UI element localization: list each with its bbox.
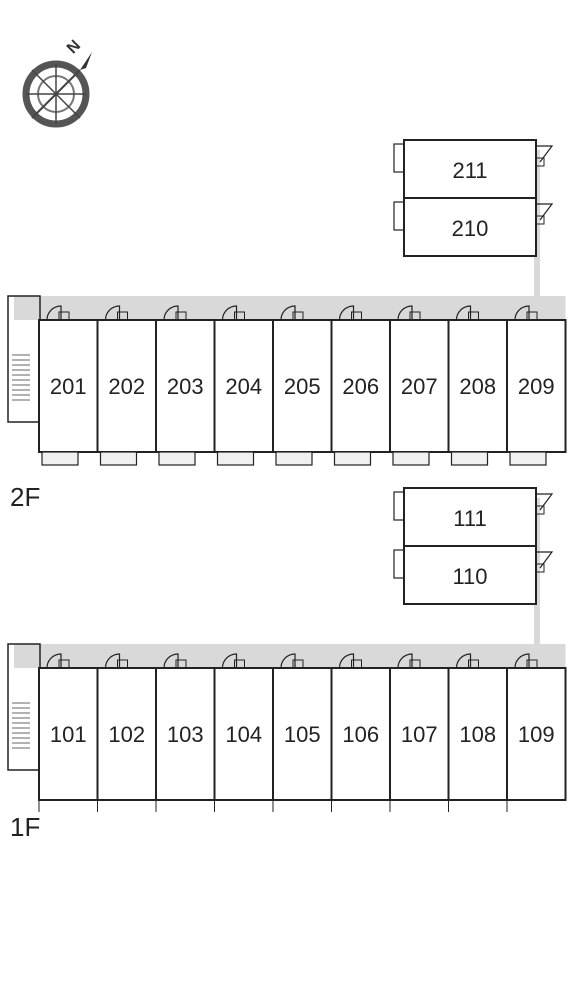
room-203: 203 xyxy=(155,305,216,466)
room-number: 205 xyxy=(284,374,321,399)
room-number: 209 xyxy=(518,374,555,399)
stairs xyxy=(7,643,41,771)
corridor xyxy=(14,296,566,320)
room-number: 102 xyxy=(108,722,145,747)
door-icon xyxy=(455,305,472,321)
door-icon xyxy=(536,203,554,221)
door-icon xyxy=(163,305,179,321)
room-102: 102 xyxy=(96,653,157,812)
corridor xyxy=(14,644,566,668)
door-icon xyxy=(104,653,121,669)
room-108: 108 xyxy=(447,653,508,812)
room-number: 106 xyxy=(342,722,379,747)
room-number: 103 xyxy=(167,722,204,747)
balcony xyxy=(333,451,372,466)
room-103: 103 xyxy=(155,653,216,812)
room-number: 105 xyxy=(284,722,321,747)
room-number: 206 xyxy=(342,374,379,399)
door-icon xyxy=(338,653,355,669)
stairs xyxy=(7,295,41,423)
door-icon xyxy=(221,653,238,669)
balcony xyxy=(158,451,196,466)
room-111: 111 xyxy=(393,487,554,547)
floor-2f: 201 202 203 204 205 206 207 208 209 211 210 2F xyxy=(7,139,567,512)
room-number: 107 xyxy=(401,722,438,747)
balcony xyxy=(509,451,547,466)
room-209: 209 xyxy=(506,305,567,466)
room-number: 202 xyxy=(108,374,145,399)
room-number: 104 xyxy=(225,722,262,747)
room-number: 207 xyxy=(401,374,438,399)
room-number: 109 xyxy=(518,722,555,747)
balcony xyxy=(41,451,79,466)
room-208: 208 xyxy=(447,305,508,466)
room-204: 204 xyxy=(213,305,274,466)
room-109: 109 xyxy=(506,653,567,812)
door-icon xyxy=(455,653,472,669)
room-number: 210 xyxy=(452,216,489,241)
room-number: 208 xyxy=(459,374,496,399)
door-icon xyxy=(536,493,554,511)
door-icon xyxy=(338,305,355,321)
room-number: 211 xyxy=(452,158,487,183)
room-110: 110 xyxy=(393,545,554,605)
floor-label: 1F xyxy=(10,812,40,842)
door-icon xyxy=(46,653,62,669)
compass-north-label: N xyxy=(64,37,84,57)
room-number: 108 xyxy=(459,722,496,747)
balcony xyxy=(450,451,489,466)
door-icon xyxy=(221,305,238,321)
room-105: 105 xyxy=(272,653,333,812)
room-number: 204 xyxy=(225,374,262,399)
room-107: 107 xyxy=(389,653,450,812)
balcony xyxy=(99,451,138,466)
floor-label: 2F xyxy=(10,482,40,512)
room-206: 206 xyxy=(330,305,391,466)
room-number: 201 xyxy=(50,374,87,399)
door-icon xyxy=(536,551,554,569)
room-202: 202 xyxy=(96,305,157,466)
door-icon xyxy=(536,145,554,163)
room-number: 203 xyxy=(167,374,204,399)
room-201: 201 xyxy=(38,305,99,466)
room-number: 111 xyxy=(453,506,486,531)
room-101: 101 xyxy=(38,653,99,812)
door-icon xyxy=(514,653,530,669)
room-210: 210 xyxy=(393,197,554,257)
room-205: 205 xyxy=(272,305,333,466)
door-icon xyxy=(46,305,62,321)
room-106: 106 xyxy=(330,653,391,812)
room-207: 207 xyxy=(389,305,450,466)
door-icon xyxy=(397,653,413,669)
door-icon xyxy=(104,305,121,321)
balcony xyxy=(392,451,430,466)
balcony xyxy=(275,451,313,466)
door-icon xyxy=(163,653,179,669)
room-211: 211 xyxy=(393,139,554,199)
door-icon xyxy=(280,653,296,669)
balcony xyxy=(216,451,255,466)
compass-icon: N xyxy=(22,37,92,128)
door-icon xyxy=(280,305,296,321)
room-number: 101 xyxy=(50,722,87,747)
room-number: 110 xyxy=(452,564,487,589)
door-icon xyxy=(397,305,413,321)
floor-1f: 101 102 103 104 105 106 107 108 109 111 110 1F xyxy=(7,487,567,842)
door-icon xyxy=(514,305,530,321)
room-104: 104 xyxy=(213,653,274,812)
